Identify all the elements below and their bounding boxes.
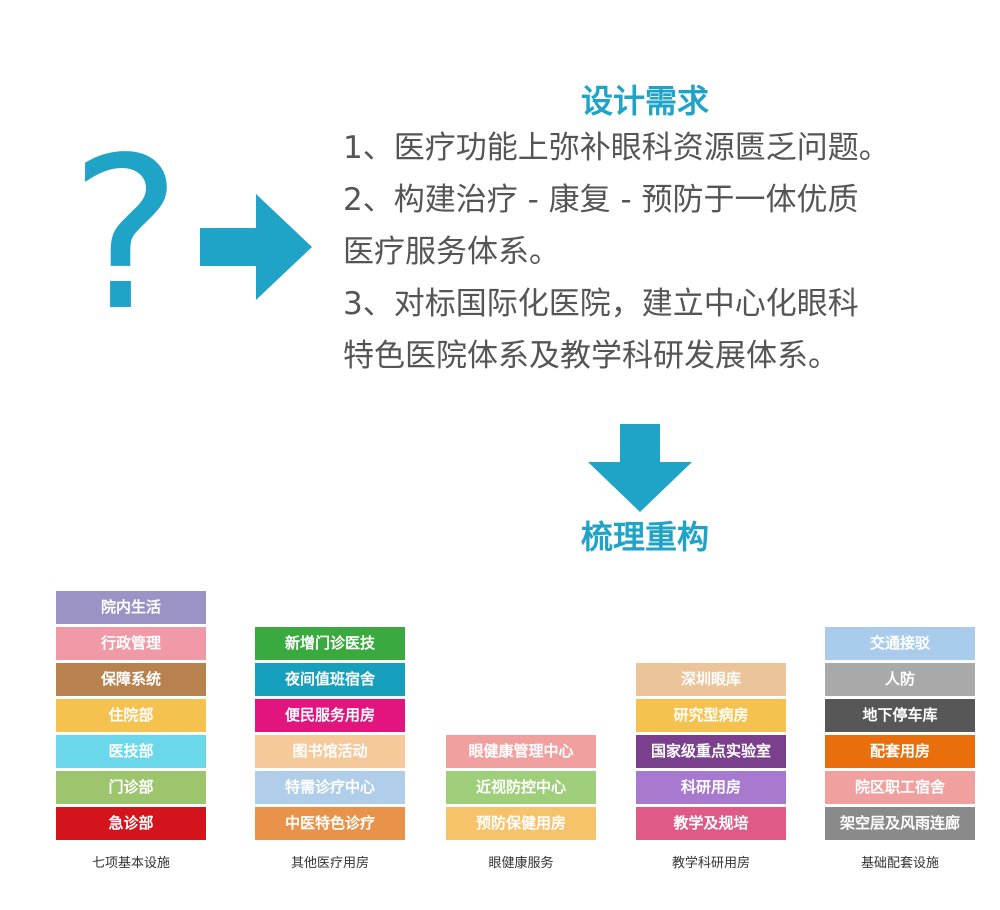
- category-cell: 住院部: [56, 699, 206, 732]
- column-caption: 其他医疗用房: [290, 856, 369, 871]
- category-column: 深圳眼库研究型病房国家级重点实验室科研用房教学及规培: [636, 663, 786, 843]
- requirement-line: 2、构建治疗 - 康复 - 预防于一体优质: [343, 182, 859, 218]
- design-requirements-heading: 设计需求: [580, 82, 709, 120]
- column-caption: 基础配套设施: [860, 856, 939, 871]
- category-cell: 保障系统: [56, 663, 206, 696]
- category-cell: 便民服务用房: [255, 699, 405, 732]
- category-cell: 行政管理: [56, 627, 206, 660]
- column-caption: 眼健康服务: [488, 856, 554, 871]
- restructure-heading: 梳理重构: [580, 518, 709, 556]
- category-cell: 地下停车库: [825, 699, 975, 732]
- category-column: 交通接驳人防地下停车库配套用房院区职工宿舍架空层及风雨连廊: [825, 627, 975, 843]
- category-cell: 人防: [825, 663, 975, 696]
- category-cell: 医技部: [56, 735, 206, 768]
- column-caption: 教学科研用房: [671, 856, 750, 871]
- arrow-down-icon: [588, 424, 692, 512]
- category-cell: 夜间值班宿舍: [255, 663, 405, 696]
- category-cell: 门诊部: [56, 771, 206, 804]
- category-cell: 院区职工宿舍: [825, 771, 975, 804]
- category-cell: 中医特色诊疗: [255, 807, 405, 840]
- category-cell: 教学及规培: [636, 807, 786, 840]
- category-cell: 预防保健用房: [446, 807, 596, 840]
- category-cell: 配套用房: [825, 735, 975, 768]
- question-mark-icon: ?: [70, 112, 182, 357]
- category-cell: 院内生活: [56, 591, 206, 624]
- category-column: 新增门诊医技夜间值班宿舍便民服务用房图书馆活动特需诊疗中心中医特色诊疗: [255, 627, 405, 843]
- category-column: 院内生活行政管理保障系统住院部医技部门诊部急诊部: [56, 591, 206, 843]
- category-column: 眼健康管理中心近视防控中心预防保健用房: [446, 735, 596, 843]
- requirement-line: 1、医疗功能上弥补眼科资源匮乏问题。: [343, 130, 890, 166]
- category-cell: 眼健康管理中心: [446, 735, 596, 768]
- category-cell: 新增门诊医技: [255, 627, 405, 660]
- arrow-right-icon: [200, 194, 312, 300]
- requirement-line: 医疗服务体系。: [343, 234, 560, 270]
- requirement-line: 特色医院体系及教学科研发展体系。: [343, 338, 839, 374]
- category-cell: 国家级重点实验室: [636, 735, 786, 768]
- category-cell: 急诊部: [56, 807, 206, 840]
- category-cell: 交通接驳: [825, 627, 975, 660]
- category-cell: 特需诊疗中心: [255, 771, 405, 804]
- category-cell: 深圳眼库: [636, 663, 786, 696]
- category-cell: 图书馆活动: [255, 735, 405, 768]
- column-caption: 七项基本设施: [91, 856, 170, 871]
- category-cell: 科研用房: [636, 771, 786, 804]
- category-cell: 架空层及风雨连廊: [825, 807, 975, 840]
- requirement-line: 3、对标国际化医院，建立中心化眼科: [343, 286, 859, 322]
- requirements-list: 1、医疗功能上弥补眼科资源匮乏问题。 2、构建治疗 - 康复 - 预防于一体优质…: [343, 122, 983, 382]
- category-cell: 近视防控中心: [446, 771, 596, 804]
- category-cell: 研究型病房: [636, 699, 786, 732]
